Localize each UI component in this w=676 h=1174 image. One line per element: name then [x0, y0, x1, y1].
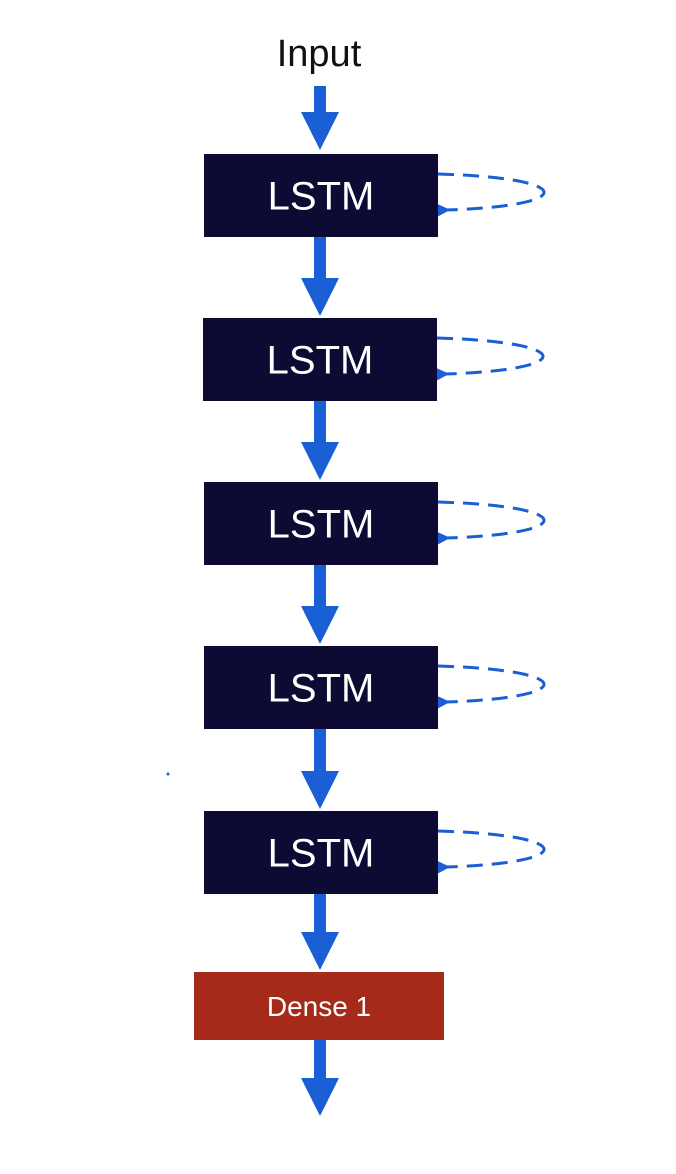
arrow-output	[301, 1040, 339, 1116]
arrow-layer-1-to-2	[301, 237, 339, 316]
recurrent-loop-arrow	[427, 336, 545, 386]
lstm-label: LSTM	[268, 832, 375, 876]
lstm-layer-box: LSTM	[204, 811, 438, 894]
lstm-label: LSTM	[267, 339, 374, 383]
flow-arrows	[301, 86, 339, 1116]
lstm-layer-box: LSTM	[203, 318, 437, 401]
stray-dot	[166, 772, 170, 776]
input-label: Input	[277, 33, 362, 75]
recurrent-loop-arrow	[428, 500, 546, 550]
lstm-layer-box: LSTM	[204, 482, 438, 565]
arrow-layer-4-to-5	[301, 729, 339, 809]
lstm-label: LSTM	[268, 175, 375, 219]
recurrent-loop-arrow	[428, 664, 546, 714]
arrow-layer-2-to-3	[301, 401, 339, 480]
arrow-layer-5-to-6	[301, 894, 339, 970]
lstm-label: LSTM	[268, 667, 375, 711]
layer-boxes: LSTM LSTM LSTM LSTM LSTM Dense 1	[194, 154, 444, 1040]
arrow-input-to-layer-1	[301, 86, 339, 150]
arrow-layer-3-to-4	[301, 565, 339, 644]
lstm-layer-box: LSTM	[204, 154, 438, 237]
dense-label: Dense 1	[267, 991, 371, 1022]
recurrent-loop-arrow	[428, 172, 546, 222]
recurrent-loops	[427, 172, 546, 879]
lstm-layer-box: LSTM	[204, 646, 438, 729]
recurrent-loop-arrow	[428, 829, 546, 879]
lstm-label: LSTM	[268, 503, 375, 547]
dense-layer-box: Dense 1	[194, 972, 444, 1040]
